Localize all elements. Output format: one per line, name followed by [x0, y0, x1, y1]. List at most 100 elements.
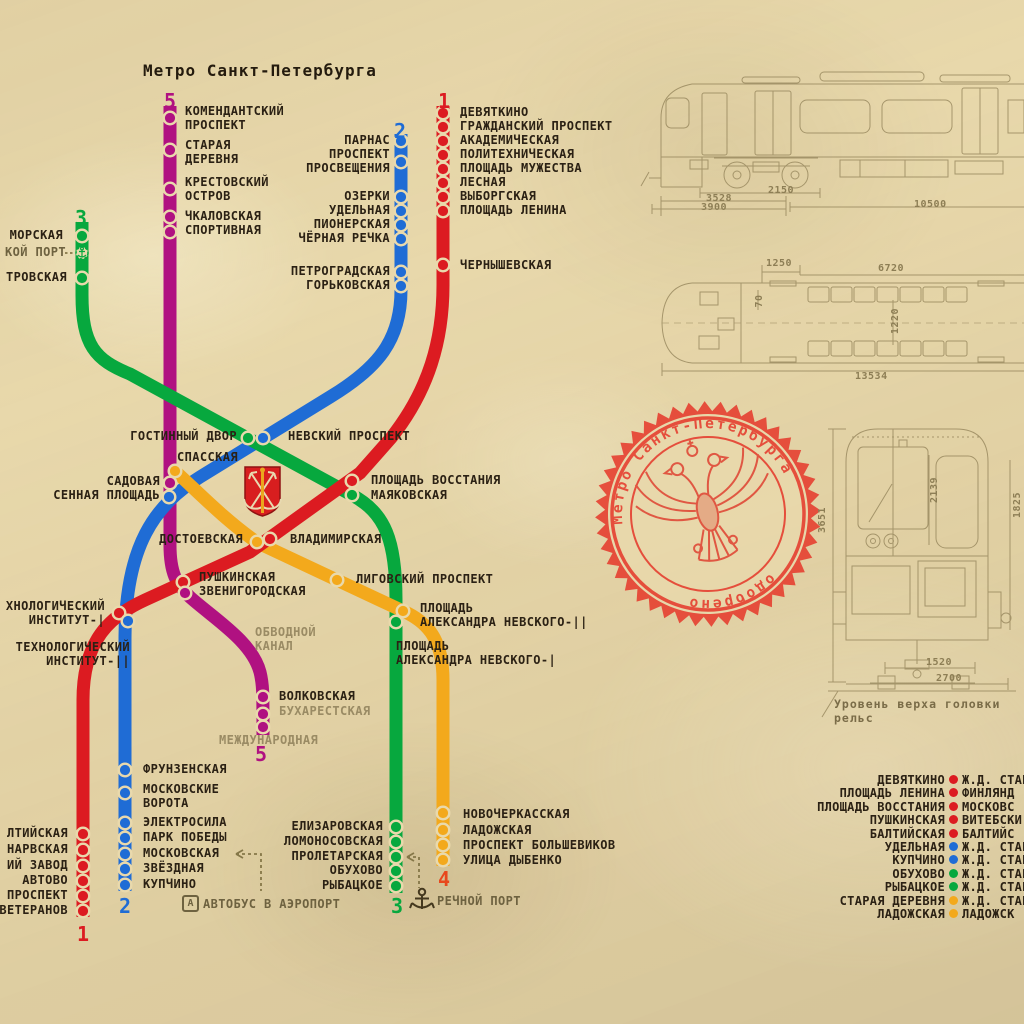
station-label: СПОРТИВНАЯ — [185, 223, 262, 237]
station-label: ХНОЛОГИЧЕСКИЙ ИНСТИТУТ-| — [5, 599, 105, 627]
legend-connection: ВИТЕБСКИ — [962, 812, 1023, 827]
station-label: КРЕСТОВСКИЙ ОСТРОВ — [185, 175, 269, 203]
rail-legend-row: ЛАДОЖСКАЯ ЛАДОЖСК — [520, 906, 1024, 921]
station-label: УЛИЦА ДЫБЕНКО — [463, 853, 563, 867]
double-headed-eagle — [634, 440, 769, 562]
legend-station: ЛАДОЖСКАЯ — [877, 906, 945, 921]
station-label: БУХАРЕСТСКАЯ — [279, 704, 371, 718]
dimension-label: 3651 — [817, 506, 828, 534]
station-label: ОЗЕРКИ — [344, 189, 390, 203]
station-label: ЕЛИЗАРОВСКАЯ — [291, 819, 383, 833]
line2-badge-top: 2 — [393, 119, 407, 143]
station-label: СТАРАЯ ДЕРЕВНЯ — [185, 138, 239, 166]
dimension-label: 13534 — [855, 371, 888, 382]
line3-stations — [74, 228, 404, 894]
station-label: ПЛОЩАДЬ АЛЕКСАНДРА НЕВСКОГО-|| — [420, 601, 588, 629]
legend-station: ОБУХОВО — [892, 866, 945, 881]
blueprint-plan-view — [661, 265, 1024, 376]
approval-stamp: Метро Санкт-Петербурга одобрено — [590, 396, 821, 627]
river-port-note: РЕЧНОЙ ПОРТ — [437, 894, 521, 908]
station-label: НАРВСКАЯ — [7, 842, 68, 856]
line3-dot-icon — [949, 882, 958, 891]
rail-legend-row: СТАРАЯ ДЕРЕВНЯ Ж.Д. СТАН — [520, 893, 1024, 908]
station-label: СПАССКАЯ — [177, 450, 238, 464]
station-label: ИЙ ЗАВОД — [7, 858, 68, 872]
station-label: ГОСТИННЫЙ ДВОР — [130, 429, 237, 443]
legend-connection: Ж.Д. СТАН — [962, 852, 1024, 867]
station-label: ПЛОЩАДЬ ЛЕНИНА — [460, 203, 567, 217]
station-label: ПЛОЩАДЬ АЛЕКСАНДРА НЕВСКОГО-| — [396, 639, 557, 667]
mini-anchor-icon — [77, 246, 87, 258]
station-label: РЫБАЦКОЕ — [322, 878, 383, 892]
line2-dot-icon — [949, 842, 958, 851]
station-label: ПУШКИНСКАЯ — [199, 570, 276, 584]
station-label: АВТОВО — [22, 873, 68, 887]
line3-dot-icon — [949, 869, 958, 878]
dimension-label: 3528 — [706, 193, 733, 204]
station-label: ВЕТЕРАНОВ — [0, 903, 68, 917]
station-label: ПАРК ПОБЕДЫ — [143, 830, 227, 844]
dimension-label: 2139 — [929, 476, 940, 504]
station-label: ФРУНЗЕНСКАЯ — [143, 762, 227, 776]
rail-legend-row: БАЛТИЙСКАЯ БАЛТИЙС — [520, 826, 1024, 841]
legend-connection: ЛАДОЖСК — [962, 906, 1015, 921]
dimension-label: 1220 — [890, 307, 901, 335]
legend-station: РЫБАЦКОЕ — [884, 879, 945, 894]
station-label: ПОЛИТЕХНИЧЕСКАЯ — [460, 147, 575, 161]
legend-connection: Ж.Д. СТАН — [962, 893, 1024, 908]
station-label: ВОЛКОВСКАЯ — [279, 689, 356, 703]
station-label: ЧЕРНЫШЕВСКАЯ — [460, 258, 552, 272]
dimension-label: 10500 — [914, 199, 947, 210]
line1-path — [76, 106, 450, 917]
station-label: САДОВАЯ — [106, 474, 160, 488]
station-label: МОСКОВСКИЕ ВОРОТА — [143, 782, 220, 810]
station-label: СЕННАЯ ПЛОЩАДЬ — [53, 488, 160, 502]
station-label: КОМЕНДАНТСКИЙ ПРОСПЕКТ — [185, 104, 285, 132]
station-label: ДЕВЯТКИНО — [460, 105, 529, 119]
sea-port-station — [75, 246, 89, 260]
station-label: ДОСТОЕВСКАЯ — [159, 532, 243, 546]
line4-dot-icon — [949, 896, 958, 905]
dimension-label: 1520 — [926, 657, 953, 668]
line1-dot-icon — [949, 815, 958, 824]
line2-path — [118, 134, 408, 891]
line3-badge-bottom: 3 — [390, 894, 404, 918]
line1-badge-bottom: 1 — [76, 922, 90, 946]
dimension-label: 3900 — [701, 202, 728, 213]
station-label: АКАДЕМИЧЕСКАЯ — [460, 133, 560, 147]
line1-stations — [75, 105, 451, 919]
line1-dot-icon — [949, 788, 958, 797]
dimension-label: 6720 — [878, 263, 905, 274]
station-label: МАЯКОВСКАЯ — [371, 488, 448, 502]
line1-badge-top: 1 — [437, 89, 451, 113]
station-label: ЛТИЙСКАЯ — [7, 826, 68, 840]
airport-bus-note: АВТОБУС В АЭРОПОРТ — [203, 897, 341, 911]
station-label: ЛИГОВСКИЙ ПРОСПЕКТ — [356, 572, 494, 586]
station-label: ПЕТРОГРАДСКАЯ — [290, 264, 390, 278]
line4-dot-icon — [949, 909, 958, 918]
legend-connection: БАЛТИЙС — [962, 826, 1015, 841]
station-label: МОСКОВСКАЯ — [143, 846, 220, 860]
line2-dot-icon — [949, 855, 958, 864]
legend-station: ПУШКИНСКАЯ — [869, 812, 945, 827]
legend-connection: Ж.Д. СТАН — [962, 772, 1024, 787]
station-label: ВЫБОРГСКАЯ — [460, 189, 537, 203]
station-label: НОВОЧЕРКАССКАЯ — [463, 807, 570, 821]
line2-stations — [117, 133, 409, 893]
line4-stations — [167, 463, 451, 868]
station-label: ПЛОЩАДЬ ВОССТАНИЯ — [371, 473, 501, 487]
station-label: ЛОМОНОСОВСКАЯ — [283, 834, 383, 848]
legend-station: БАЛТИЙСКАЯ — [869, 826, 945, 841]
legend-station: СТАРАЯ ДЕРЕВНЯ — [839, 893, 945, 908]
station-label: ГОРЬКОВСКАЯ — [306, 278, 390, 292]
station-label: ОБВОДНОЙ КАНАЛ — [255, 625, 316, 653]
